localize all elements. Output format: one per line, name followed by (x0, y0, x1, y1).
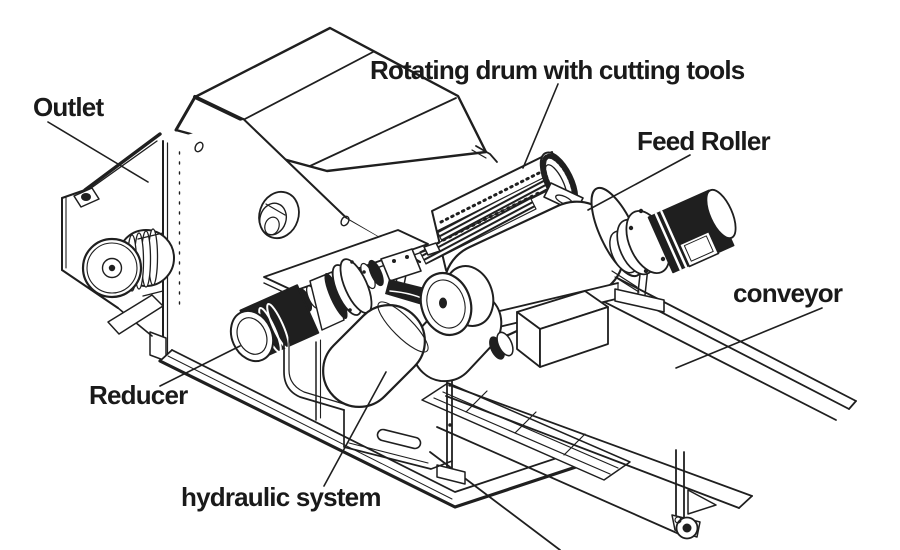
hydraulic-bracket (283, 334, 453, 470)
leader-drum (522, 83, 559, 169)
conveyor-front-rails (429, 385, 753, 550)
motor (647, 188, 737, 274)
reducer (229, 258, 373, 363)
label-conveyor: conveyor (733, 278, 843, 308)
leader-feed-roller (587, 154, 691, 211)
leader-outlet (47, 121, 149, 183)
label-feed-roller: Feed Roller (637, 126, 771, 156)
outlet-chute (61, 132, 164, 337)
bracket-rod (315, 339, 322, 421)
leader-conveyor (675, 307, 823, 369)
conveyor-leg (675, 449, 717, 520)
leader-lines (47, 83, 823, 487)
label-reducer: Reducer (89, 380, 188, 410)
leader-hydraulic (323, 371, 387, 487)
caster-wheel (671, 514, 701, 540)
base-frame (158, 349, 590, 509)
junction-box (516, 290, 609, 368)
belt-pulley (81, 228, 175, 299)
drum-belt-pulleys (385, 265, 514, 360)
label-outlet: Outlet (33, 92, 104, 122)
leader-reducer (159, 345, 241, 387)
label-rotating-drum: Rotating drum with cutting tools (370, 55, 745, 85)
label-hydraulic-system: hydraulic system (181, 482, 381, 512)
motor-bracket (611, 264, 665, 313)
